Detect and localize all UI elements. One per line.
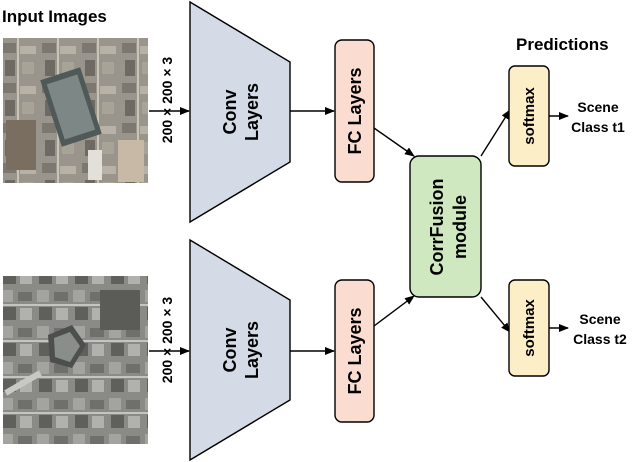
predictions-heading: Predictions [516,35,609,54]
softmax-label-t1: softmax [521,87,538,145]
conv-layers-block-t1 [189,0,291,224]
conv-layers-block-t2 [189,238,291,462]
input-dimension-t1: 200 × 200 × 3 [159,57,175,144]
input-images-heading: Input Images [2,7,107,26]
arrow-fusion-to-softmax-t1 [480,109,511,157]
conv-layers-label-t1-line1: Conv [220,90,240,135]
input-image-t1 [3,38,148,183]
corrfusion-module-block [409,155,482,298]
fc-layers-block-t1 [334,39,375,183]
fc-layers-block-t2 [334,279,375,423]
output-scene-t2-line2: Class t2 [573,331,627,347]
fc-layers-label-t2: FC Layers [345,307,365,394]
arrow-fusion-to-softmax-t2 [480,296,511,333]
output-scene-t1-line2: Class t1 [571,119,625,135]
fc-layers-label-t1: FC Layers [345,67,365,154]
corrfusion-label-line2: module [450,195,470,259]
arrow-fc-to-fusion-t1 [373,127,415,157]
input-image-t2 [3,276,148,444]
conv-layers-label-t1-line2: Layers [242,83,262,141]
corrfusion-label-line1: CorrFusion [427,179,447,276]
arrow-fc-to-fusion-t2 [373,295,415,327]
softmax-label-t2: softmax [521,299,538,357]
output-scene-t1-line1: Scene [577,99,618,115]
conv-layers-label-t2-line1: Conv [220,328,240,373]
output-scene-t2-line1: Scene [579,311,620,327]
input-dimension-t2: 200 × 200 × 3 [159,297,175,384]
conv-layers-label-t2-line2: Layers [242,321,262,379]
